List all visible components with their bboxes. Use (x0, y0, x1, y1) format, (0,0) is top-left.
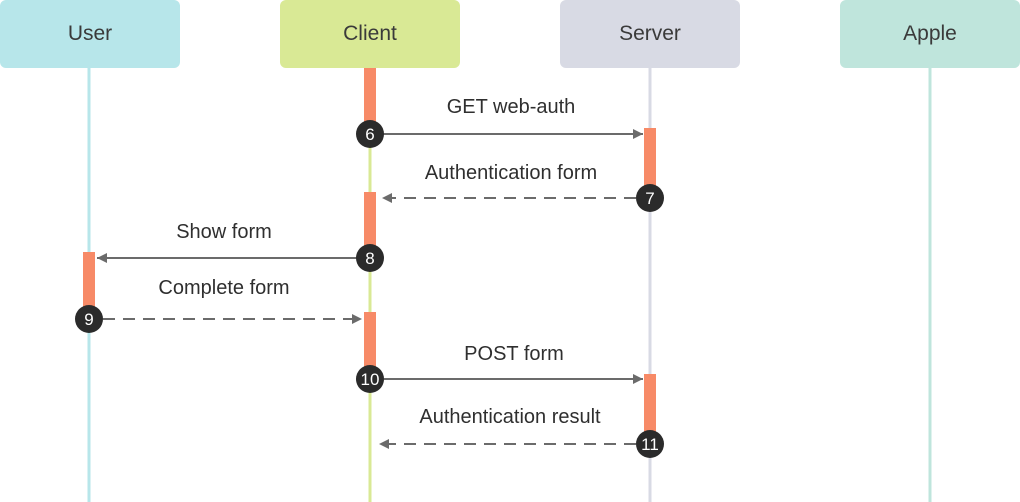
participant-apple: Apple (840, 0, 1020, 68)
message-label: GET web-auth (447, 96, 576, 118)
message-10: POST form 10 (356, 343, 643, 393)
step-badge (636, 430, 664, 458)
message-label: Show form (176, 221, 272, 243)
step-badge (356, 365, 384, 393)
step-badge (356, 120, 384, 148)
step-number: 11 (641, 435, 659, 454)
participant-label: Server (619, 22, 681, 45)
participant-header-box (0, 0, 180, 68)
participant-client: Client (280, 0, 460, 68)
participant-header-box (840, 0, 1020, 68)
message-9: Complete form 9 (75, 277, 362, 333)
message-label: POST form (464, 343, 564, 365)
step-badge (356, 244, 384, 272)
message-6: GET web-auth 6 (356, 96, 643, 148)
message-7: Authentication form 7 (382, 162, 664, 212)
step-number: 6 (365, 125, 374, 144)
participant-label: Apple (903, 22, 957, 45)
message-label: Complete form (158, 277, 289, 299)
message-label: Authentication form (425, 162, 597, 184)
participant-server: Server (560, 0, 740, 68)
message-11: Authentication result 11 (379, 406, 664, 458)
message-label: Authentication result (419, 406, 601, 428)
participant-user: User (0, 0, 180, 68)
message-8: Show form 8 (97, 221, 384, 272)
activation-bar-server (644, 128, 656, 198)
participant-label: User (68, 22, 112, 45)
step-number: 9 (84, 310, 93, 329)
step-badge (636, 184, 664, 212)
step-number: 10 (361, 370, 380, 389)
step-number: 8 (365, 249, 374, 268)
activation-bar-client (364, 192, 376, 258)
participant-label: Client (343, 22, 397, 45)
step-badge (75, 305, 103, 333)
participant-header-box (280, 0, 460, 68)
activation-bar-user (83, 252, 95, 320)
activation-bar-server (644, 374, 656, 444)
activation-bar-client (364, 312, 376, 379)
participant-header-box (560, 0, 740, 68)
step-number: 7 (645, 189, 654, 208)
